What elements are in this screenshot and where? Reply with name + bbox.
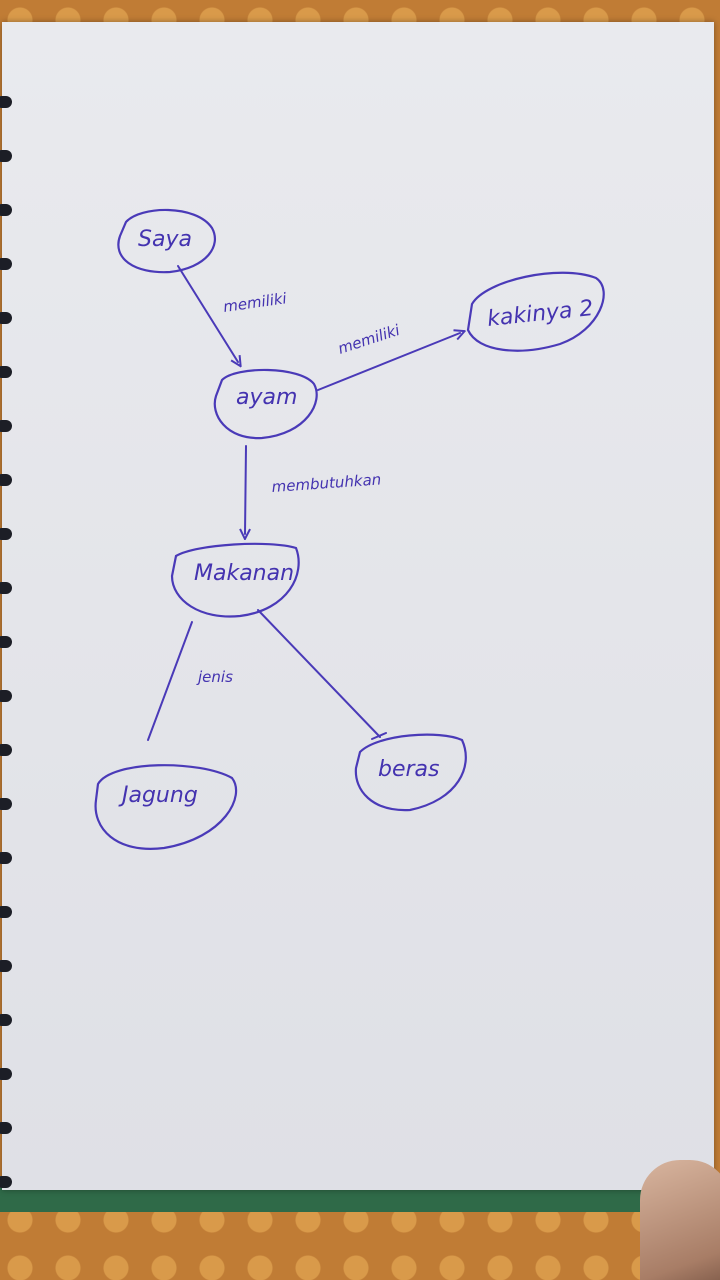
spiral-ring (0, 582, 12, 594)
spiral-ring (0, 96, 12, 108)
node-ayam-shape (213, 368, 318, 440)
edge-makanan-jagung (147, 621, 193, 741)
node-beras-label: beras (378, 757, 440, 782)
spiral-ring (0, 204, 12, 216)
node-makanan-label: Makanan (194, 561, 294, 586)
spiral-ring (0, 798, 12, 810)
edge-saya-ayam (177, 265, 238, 362)
edge-ayam-kakinya (317, 333, 460, 391)
spiral-ring (0, 366, 12, 378)
spiral-ring (0, 852, 12, 864)
spiral-ring (0, 906, 12, 918)
node-beras-shape (354, 733, 467, 812)
node-kakinya-shape (466, 271, 605, 352)
spiral-ring (0, 258, 12, 270)
spiral-ring (0, 690, 12, 702)
node-jagung-shape (94, 764, 238, 850)
node-jagung-label: Jagung (118, 783, 198, 808)
spiral-ring (0, 1122, 12, 1134)
node-makanan-shape (170, 542, 300, 618)
spiral-ring (0, 150, 12, 162)
edge-makanan-beras (257, 609, 381, 738)
edge-ayam-makanan-label: membutuhkan (271, 470, 382, 496)
edge-ayam-makanan (245, 445, 246, 534)
edge-makanan-jenis-label: jenis (196, 668, 233, 686)
notebook-backing (0, 1186, 720, 1212)
edge-beras-tick (371, 732, 387, 740)
spiral-ring (0, 420, 12, 432)
spiral-ring (0, 474, 12, 486)
node-ayam-label: ayam (236, 385, 297, 410)
spiral-ring (0, 744, 12, 756)
spiral-ring (0, 1176, 12, 1188)
spiral-ring (0, 528, 12, 540)
notebook-page (2, 22, 714, 1190)
spiral-ring (0, 1068, 12, 1080)
spiral-ring (0, 960, 12, 972)
spiral-ring (0, 1014, 12, 1026)
node-saya-label: Saya (138, 227, 192, 252)
node-saya-shape (117, 208, 217, 274)
edge-ayam-kakinya-label: memiliki (336, 321, 403, 358)
node-kakinya-label: kakinya 2 (486, 296, 595, 332)
edge-saya-ayam-label: memiliki (222, 289, 289, 316)
spiral-ring (0, 312, 12, 324)
thumb (640, 1160, 720, 1280)
spiral-ring (0, 636, 12, 648)
